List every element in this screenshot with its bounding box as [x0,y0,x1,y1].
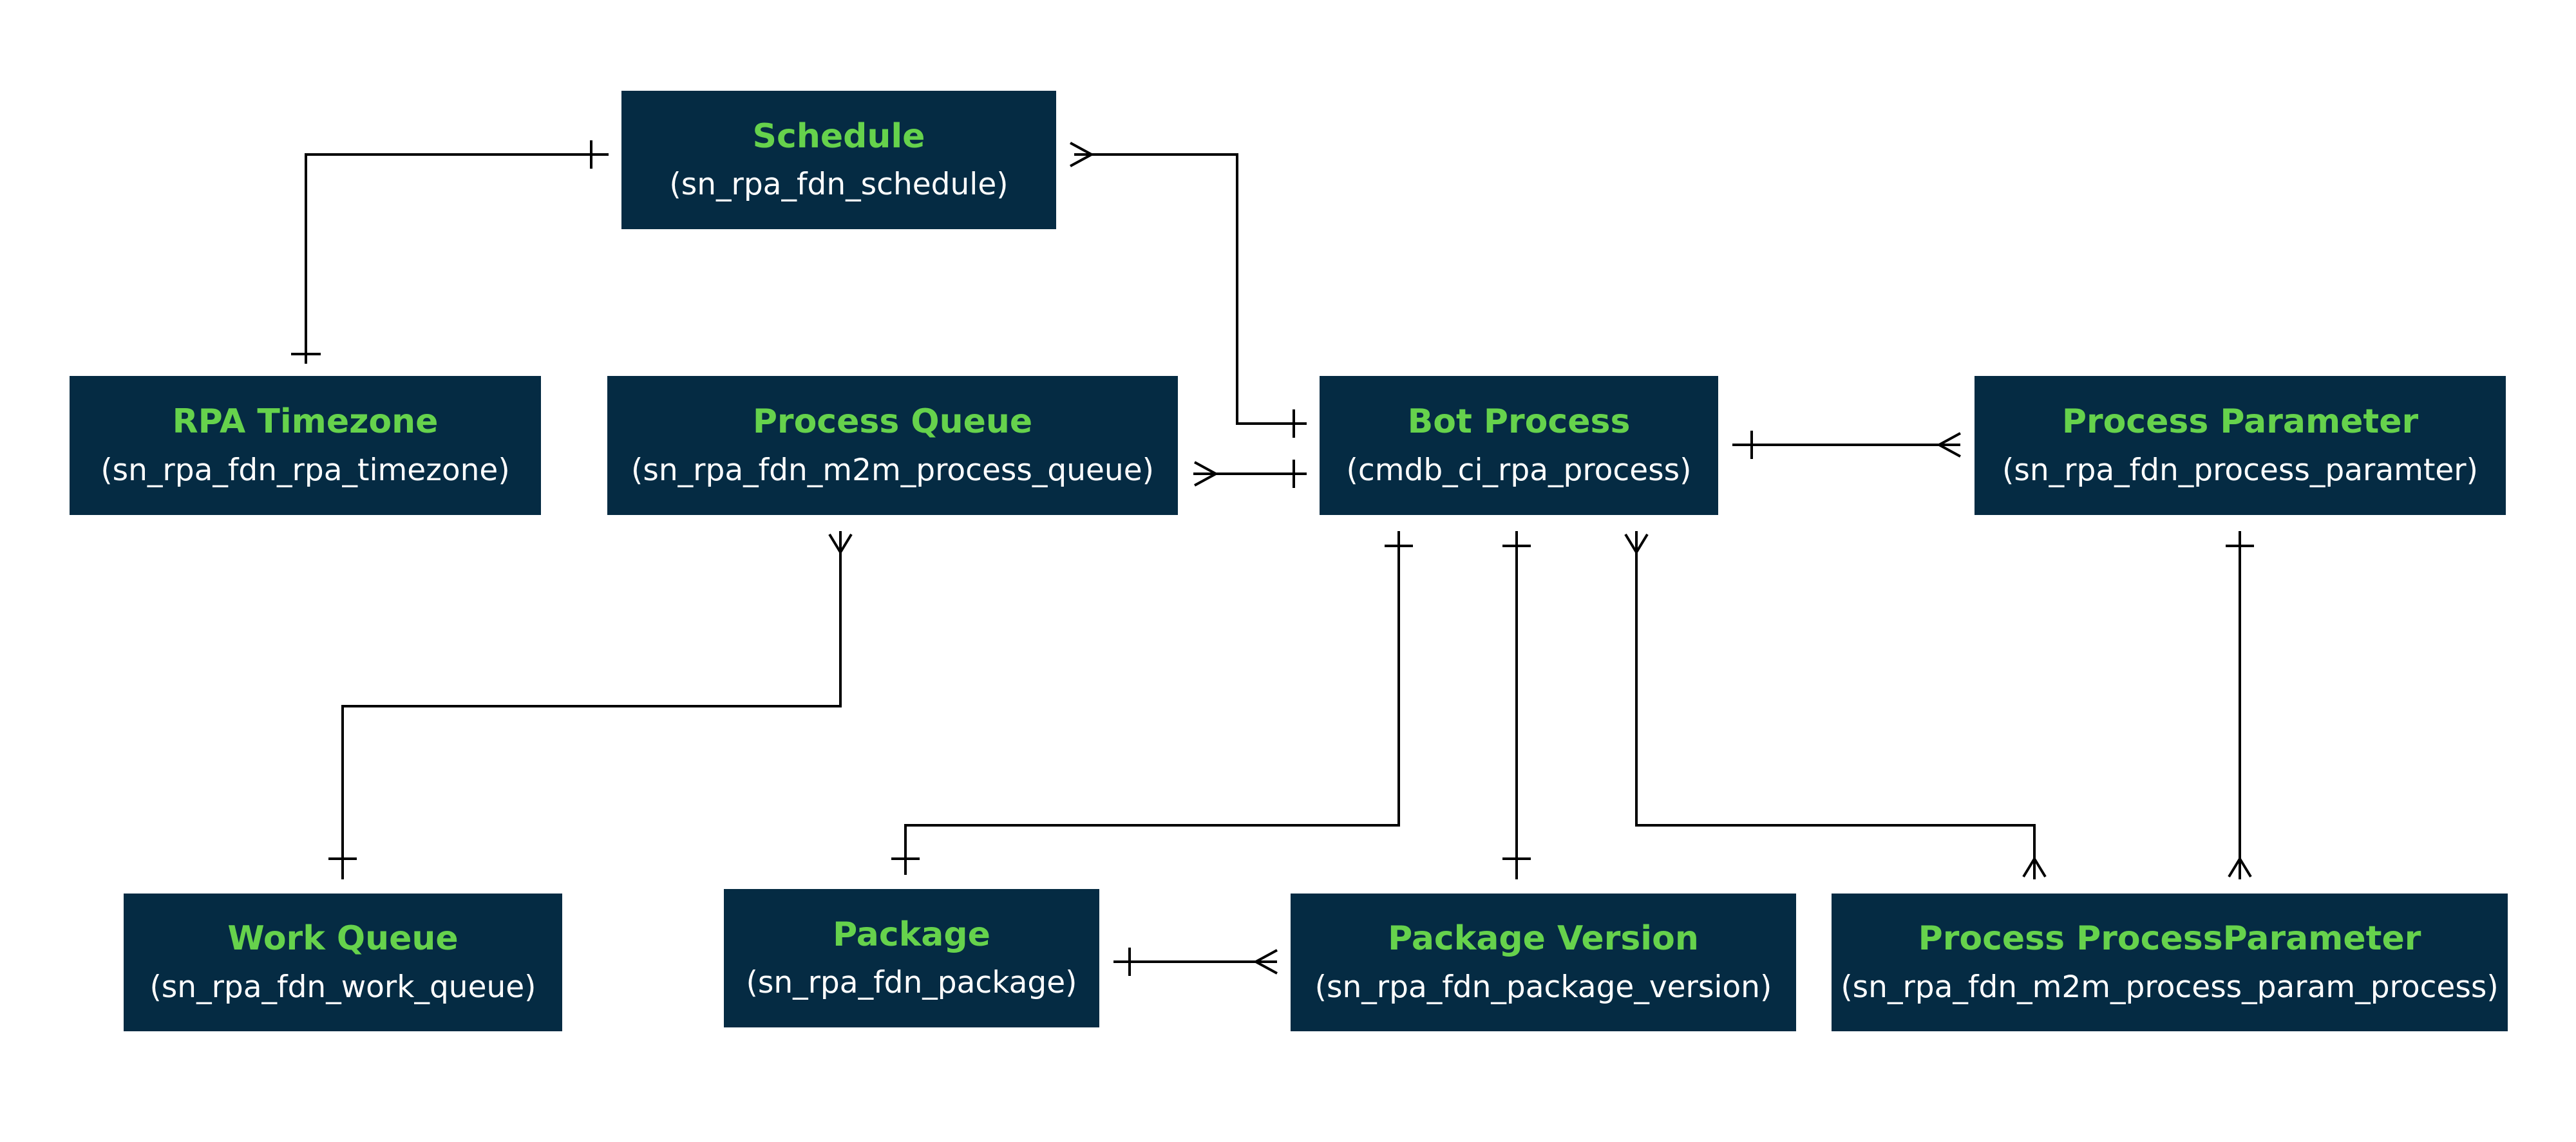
relationship-bot-process-package [891,531,1413,875]
entity-table-name: (sn_rpa_fdn_m2m_process_param_process) [1841,969,2499,1005]
entity-table-name: (sn_rpa_fdn_process_paramter) [2002,452,2478,488]
entity-title: Package Version [1388,919,1699,959]
entity-work-queue: Work Queue (sn_rpa_fdn_work_queue) [124,894,562,1031]
entity-table-name: (sn_rpa_fdn_package_version) [1314,969,1772,1005]
entity-title: Process Queue [752,402,1033,442]
entity-title: Package [833,915,990,954]
entity-process-processparameter: Process ProcessParameter (sn_rpa_fdn_m2m… [1832,894,2508,1031]
relationship-bot-process-process-parameter [1732,431,1961,459]
entity-package-version: Package Version (sn_rpa_fdn_package_vers… [1291,894,1796,1031]
entity-table-name: (cmdb_ci_rpa_process) [1346,452,1692,488]
entity-title: Process ProcessParameter [1918,919,2421,959]
entity-table-name: (sn_rpa_fdn_m2m_process_queue) [631,452,1154,488]
entity-title: RPA Timezone [172,402,439,442]
entity-process-parameter: Process Parameter (sn_rpa_fdn_process_pa… [1975,376,2506,515]
entity-title: Work Queue [227,919,459,959]
entity-process-queue: Process Queue (sn_rpa_fdn_m2m_process_qu… [607,376,1178,515]
entity-table-name: (sn_rpa_fdn_package) [746,965,1077,1001]
relationship-process-queue-bot-process [1193,460,1307,488]
entity-table-name: (sn_rpa_fdn_rpa_timezone) [100,452,510,488]
entity-rpa-timezone: RPA Timezone (sn_rpa_fdn_rpa_timezone) [70,376,541,515]
entity-title: Process Parameter [2061,402,2419,442]
relationship-schedule-rpa-timezone [291,140,609,364]
entity-package: Package (sn_rpa_fdn_package) [724,889,1099,1027]
entity-table-name: (sn_rpa_fdn_schedule) [669,167,1009,203]
relationship-process-queue-work-queue [328,531,853,879]
entity-title: Schedule [752,117,925,156]
relationship-package-package-version [1113,948,1278,976]
relationship-bot-process-package-version [1502,531,1531,879]
relationship-schedule-bot-process [1070,142,1307,438]
entity-table-name: (sn_rpa_fdn_work_queue) [149,969,536,1005]
entity-schedule: Schedule (sn_rpa_fdn_schedule) [621,91,1056,229]
relationship-process-parameter-process-processparameter [2226,531,2254,879]
entity-bot-process: Bot Process (cmdb_ci_rpa_process) [1320,376,1718,515]
entity-title: Bot Process [1407,402,1631,442]
relationship-bot-process-process-processparameter [1624,531,2047,879]
